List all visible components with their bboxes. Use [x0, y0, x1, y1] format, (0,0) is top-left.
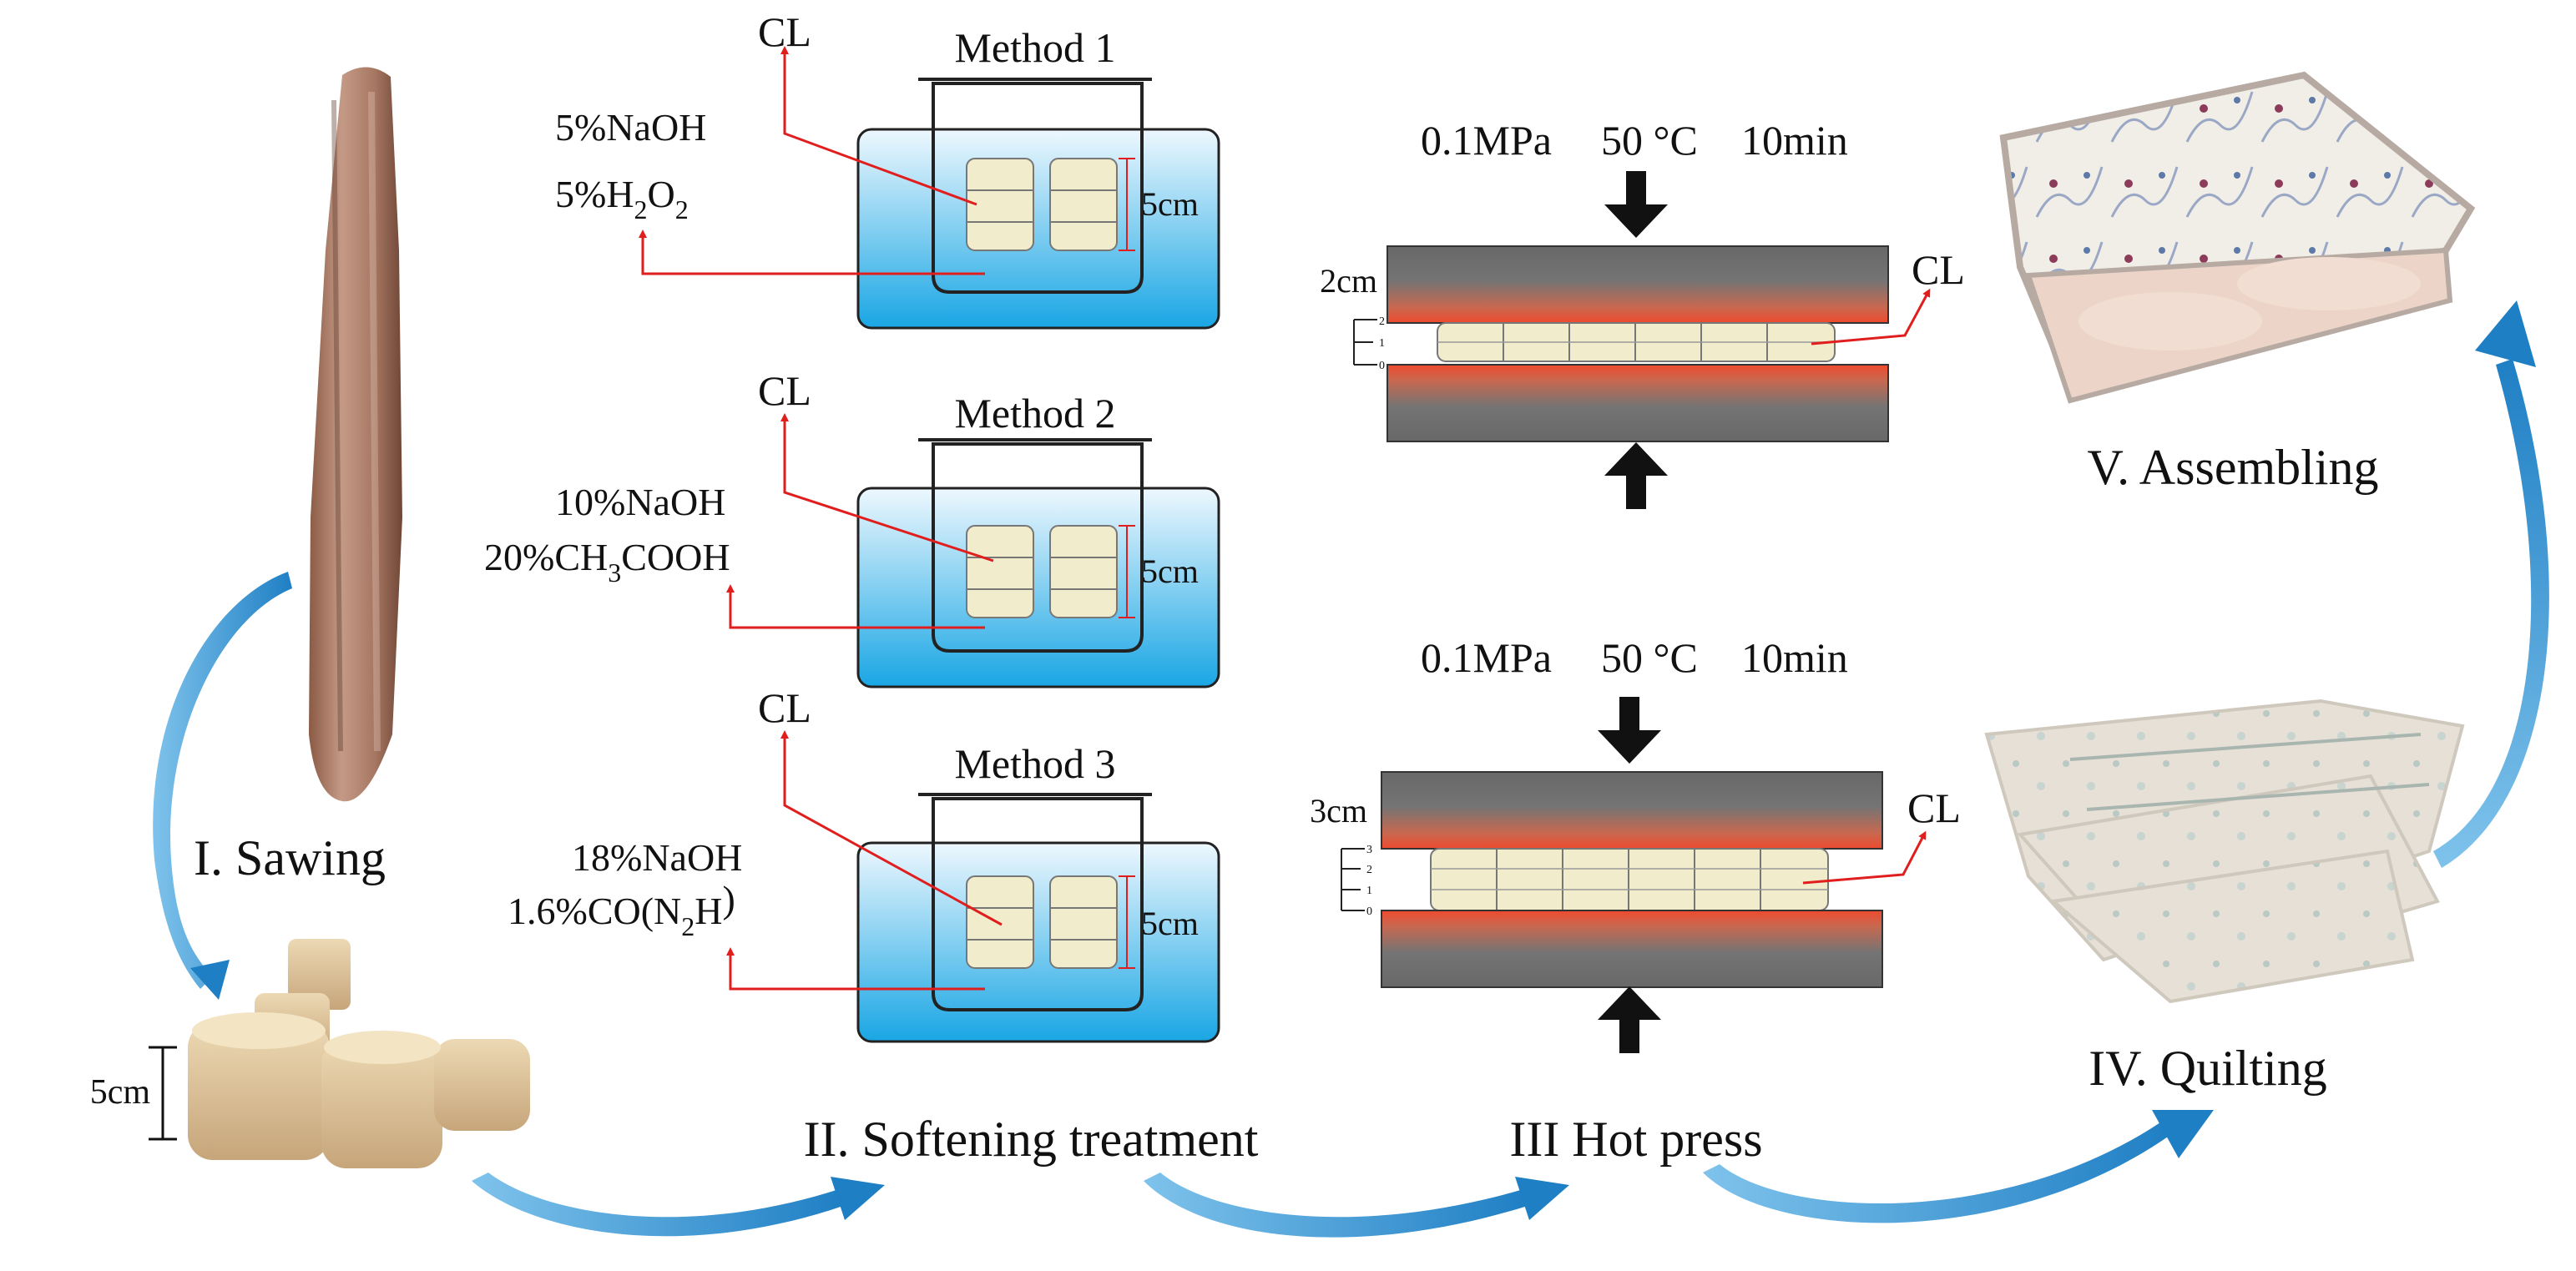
- method-1-reagent-second: 5%H2O2: [555, 173, 689, 224]
- red-callout-arrow-icon: [780, 413, 994, 562]
- curved-flow-arrow-icon: [153, 572, 292, 1000]
- press-1-pressure: 0.1MPa: [1421, 117, 1552, 164]
- mattress-photo: [1999, 71, 2476, 404]
- sawing-dimension-marker: 5cm: [90, 1046, 177, 1141]
- method-2-cl-label: CL: [758, 367, 811, 414]
- method-3-title: Method 3: [954, 740, 1115, 787]
- press-1-bottom-plate: [1386, 364, 1889, 442]
- hot-press-2: 0.1MPa 50 °C 10min 3cm 3 2 1 0: [1310, 634, 1961, 1053]
- press-1-time: 10min: [1741, 117, 1848, 164]
- svg-text:2: 2: [1366, 864, 1372, 876]
- press-2-pressure: 0.1MPa: [1421, 634, 1552, 681]
- press-2-thickness-label: 3cm: [1310, 792, 1367, 830]
- curved-flow-arrow-icon: [472, 1173, 885, 1237]
- method-2-setup: 5cm Method 2 CL 10%NaOH 20%CH3COOH: [484, 367, 1220, 688]
- method-2-height-label: 5cm: [1141, 552, 1199, 590]
- press-down-arrow-icon: [1604, 171, 1668, 238]
- red-callout-arrow-icon: [1811, 288, 1931, 345]
- stage-assembling-label: V. Assembling: [2088, 440, 2379, 495]
- hot-press-1: 0.1MPa 50 °C 10min 2cm 2 1 0 CL: [1320, 117, 1965, 509]
- press-up-arrow-icon: [1598, 986, 1661, 1053]
- svg-text:2: 2: [1379, 315, 1385, 328]
- curved-flow-arrow-icon: [1703, 1110, 2214, 1223]
- press-up-arrow-icon: [1604, 442, 1668, 509]
- svg-text:1: 1: [1379, 337, 1385, 350]
- press-2-top-plate: [1381, 771, 1883, 850]
- press-2-temperature: 50 °C: [1601, 634, 1698, 681]
- svg-text:0: 0: [1379, 360, 1385, 372]
- method-1-setup: 5cm Method 1 CL 5%NaOH 5%H2O2: [555, 8, 1220, 330]
- stage-hot-press-label: III Hot press: [1509, 1112, 1762, 1167]
- sawing-dimension-label: 5cm: [90, 1073, 151, 1112]
- press-down-arrow-icon: [1598, 697, 1661, 764]
- press-1-loofah-row: [1437, 322, 1836, 362]
- red-callout-arrow-icon: [780, 730, 1003, 926]
- loofah-pieces-photo: [188, 939, 530, 1168]
- method-3-cl-label: CL: [758, 684, 811, 731]
- red-callout-arrow-icon: [780, 46, 977, 206]
- stage-quilting-label: IV. Quilting: [2089, 1041, 2327, 1096]
- method-3-setup: 5cm Method 3 CL 18%NaOH 1.6%CO(N2H): [508, 684, 1220, 1043]
- svg-text:0: 0: [1366, 905, 1372, 918]
- method-1-reagent-naoh: 5%NaOH: [555, 106, 706, 149]
- method-3-reagent-naoh: 18%NaOH: [572, 836, 742, 879]
- method-3-height-label: 5cm: [1141, 905, 1199, 942]
- red-callout-arrow-icon: [726, 584, 985, 629]
- svg-text:3: 3: [1366, 844, 1372, 856]
- press-2-loofah-row: [1430, 848, 1829, 911]
- press-2-bottom-plate: [1381, 910, 1883, 988]
- svg-text:1: 1: [1366, 885, 1372, 897]
- quilted-pads-photo: [1984, 699, 2465, 1004]
- red-callout-arrow-icon: [639, 229, 985, 275]
- method-2-title: Method 2: [954, 390, 1115, 436]
- press-1-temperature: 50 °C: [1601, 117, 1698, 164]
- stage-softening-label: II. Softening treatment: [804, 1112, 1259, 1167]
- red-callout-arrow-icon: [726, 947, 985, 991]
- press-1-top-plate: [1386, 245, 1889, 324]
- press-2-time: 10min: [1741, 634, 1848, 681]
- method-1-height-label: 5cm: [1141, 185, 1199, 223]
- method-2-reagent-naoh: 10%NaOH: [555, 481, 725, 523]
- press-2-cl-label: CL: [1907, 784, 1961, 831]
- curved-flow-arrow-icon: [2433, 300, 2549, 868]
- method-2-reagent-second: 20%CH3COOH: [484, 536, 730, 588]
- press-1-thickness-label: 2cm: [1320, 262, 1377, 300]
- stage-sawing-label: I. Sawing: [194, 830, 386, 885]
- method-3-reagent-second: 1.6%CO(N2H): [508, 878, 735, 941]
- press-1-ruler: 2 1 0: [1353, 315, 1385, 372]
- press-1-cl-label: CL: [1912, 246, 1965, 293]
- press-2-ruler: 3 2 1 0: [1341, 844, 1372, 918]
- method-1-cl-label: CL: [758, 8, 811, 55]
- loofah-photo: [309, 67, 402, 802]
- red-callout-arrow-icon: [1802, 830, 1927, 885]
- method-1-title: Method 1: [954, 24, 1115, 71]
- curved-flow-arrow-icon: [1144, 1173, 1569, 1238]
